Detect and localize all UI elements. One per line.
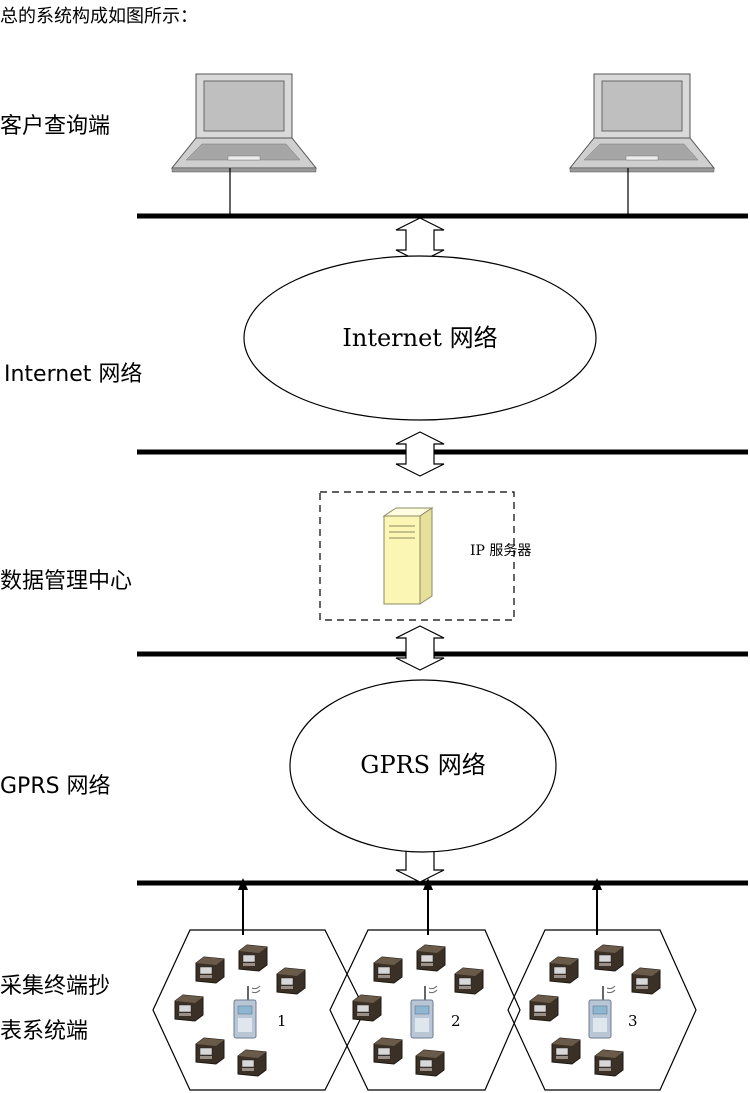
- internet-cloud: [243, 255, 597, 421]
- client-laptop-left: [171, 73, 317, 173]
- terminal-number-3: 3: [628, 1012, 638, 1030]
- double-arrow-3: [395, 625, 445, 671]
- server-icon: [382, 507, 434, 605]
- terminal-cell-1: [233, 985, 261, 1039]
- collection-cell-1: [152, 929, 366, 1091]
- client-laptop-right: [569, 73, 715, 173]
- layer-label-collection-line2: 表系统端: [0, 1019, 89, 1044]
- uplink-arrows: [238, 878, 602, 935]
- terminal-cell-3: [588, 985, 616, 1039]
- internet-cloud-label: Internet 网络: [342, 324, 497, 352]
- intro-text: 总的系统构成如图所示：: [0, 6, 198, 27]
- collection-cell-2: [329, 929, 521, 1091]
- layer-label-data-center: 数据管理中心: [0, 569, 133, 594]
- layer-label-gprs: GPRS 网络: [0, 774, 111, 799]
- terminal-number-2: 2: [451, 1012, 461, 1030]
- gprs-cloud: [289, 679, 557, 853]
- ip-server-label: IP 服务器: [470, 543, 531, 559]
- gprs-cloud-label: GPRS 网络: [360, 751, 485, 779]
- layer-label-collection-line1: 采集终端抄: [0, 974, 111, 999]
- terminal-cell-2: [410, 985, 438, 1039]
- data-center-box: [319, 491, 515, 621]
- collection-cell-3: [507, 929, 697, 1091]
- terminal-number-1: 1: [277, 1012, 287, 1030]
- layer-label-client: 客户查询端: [0, 114, 111, 139]
- layer-label-internet: Internet 网络: [4, 362, 143, 387]
